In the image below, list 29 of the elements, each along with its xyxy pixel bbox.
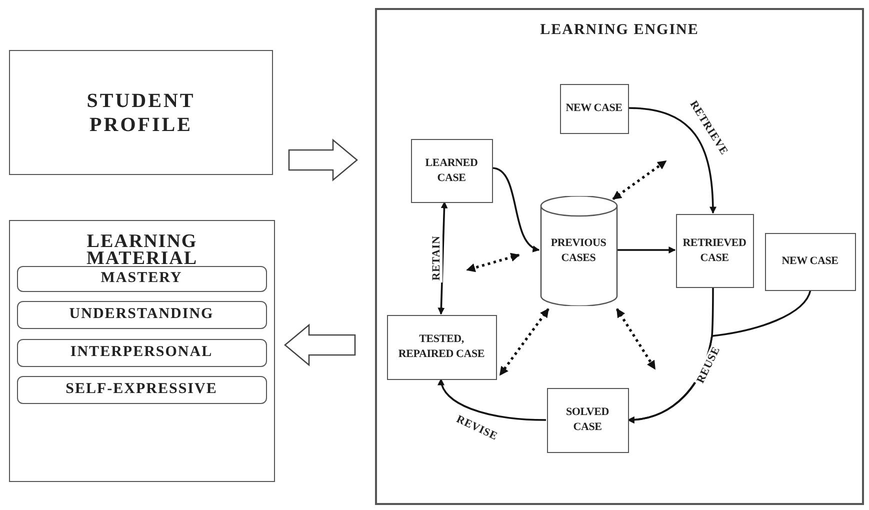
dotted-arrow — [612, 160, 667, 200]
dotted-arrow — [466, 252, 520, 272]
material-panel — [9, 220, 275, 482]
case-box: RETRIEVED CASE — [676, 214, 754, 288]
dotted-arrow — [616, 308, 656, 370]
material-item: INTERPERSONAL — [16, 338, 266, 366]
arrow — [438, 378, 546, 421]
case-box: SOLVED CASE — [546, 388, 628, 452]
arrow — [492, 167, 540, 251]
material-item: SELF-EXPRESSIVE — [16, 376, 266, 404]
database-cylinder — [540, 196, 618, 306]
engine-panel — [375, 8, 864, 505]
case-box: NEW CASE — [560, 84, 628, 134]
arrow — [628, 107, 716, 214]
arrow — [438, 201, 448, 315]
panel-heading: LEARNING MATERIAL — [85, 233, 199, 267]
edge-label: RETAIN — [430, 234, 442, 282]
material-item: MASTERY — [16, 266, 266, 292]
case-box: NEW CASE — [764, 232, 856, 290]
case-box: TESTED, REPAIRED CASE — [386, 314, 496, 380]
node-label: PREVIOUS CASES — [550, 236, 608, 266]
block-arrow — [284, 324, 356, 366]
arrow — [617, 246, 676, 254]
material-item: UNDERSTANDING — [16, 300, 266, 328]
panel-heading: LEARNING ENGINE — [540, 22, 699, 39]
case-box: LEARNED CASE — [410, 138, 492, 202]
block-arrow — [288, 138, 358, 182]
profile-box: STUDENT PROFILE — [9, 50, 273, 175]
dotted-arrow — [498, 308, 550, 376]
